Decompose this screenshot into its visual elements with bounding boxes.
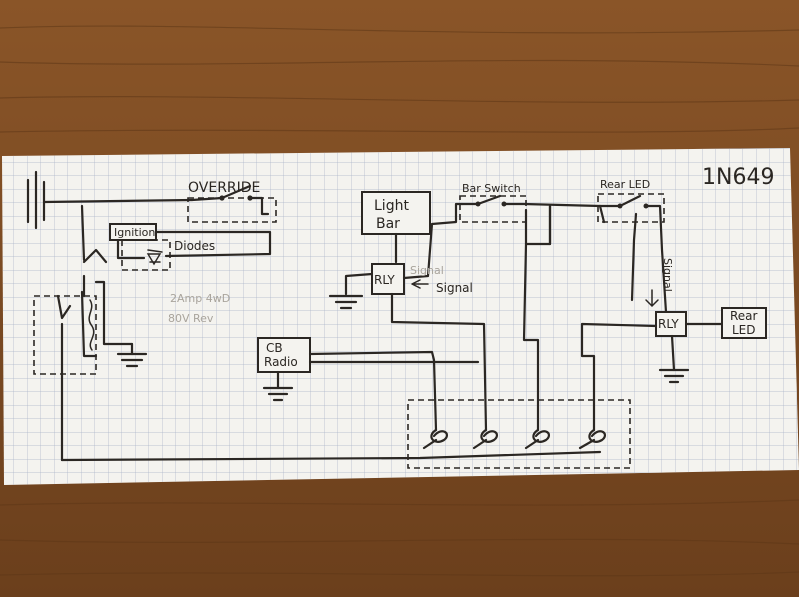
override-label: OVERRIDE [188,180,260,196]
fuse-note-line1: 2Amp 4wD [170,292,230,305]
ground-cb [262,386,294,402]
ignition-block [109,223,272,271]
main-signal-label: Signal [436,281,473,295]
light-bar-label-line1: Light [374,198,409,214]
diodes-label: Diodes [174,239,215,253]
bar-switch [459,194,602,432]
cb-radio-label-line2: Radio [264,355,298,369]
part-number: 1N649 [702,165,774,190]
connector-block [60,399,631,469]
rear-relay-label: RLY [658,317,679,331]
wood-grain [0,25,799,577]
main-signal-pencil: Signal [410,264,444,277]
rear-led-switch-label: Rear LED [600,178,650,191]
rear-signal-label: Signal [661,258,674,292]
override-switch [187,184,277,223]
main-relay [344,202,488,432]
ground-rear [658,368,690,384]
cb-radio-label-line1: CB [266,341,283,355]
main-feed-wire [42,198,194,264]
rear-led-switch [548,193,668,314]
rear-led [721,307,767,339]
left-relay [33,274,134,462]
bar-switch-label: Bar Switch [462,182,521,195]
main-relay-label: RLY [374,273,395,287]
rear-led-label-line1: Rear [730,309,758,323]
ground-left [116,342,148,368]
ignition-label: Ignition [114,226,155,239]
cb-radio [257,337,480,432]
fuse-note-line2: 80V Rev [168,312,214,325]
rear-relay [580,289,724,432]
light-bar [361,191,431,235]
rear-led-label-line2: LED [732,323,756,337]
light-bar-label-line2: Bar [376,216,400,232]
ground-relay [328,294,364,310]
